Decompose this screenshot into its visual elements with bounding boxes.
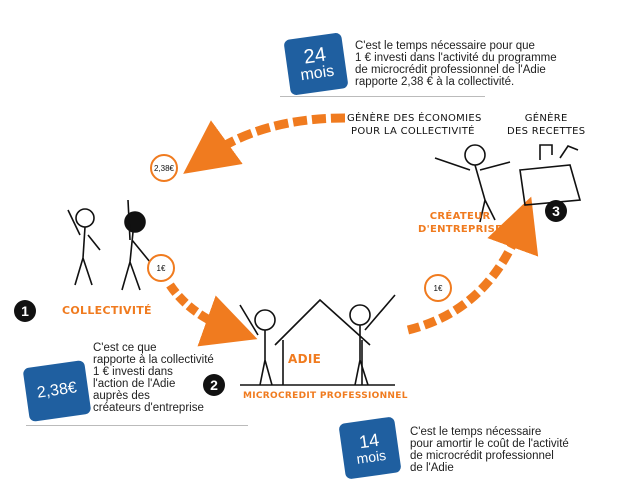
text-line: de microcrédit professionnel [410, 450, 554, 462]
text-line: C'est le temps nécessaire [410, 426, 542, 438]
text-line: 1 € investi dans [93, 366, 173, 378]
arrow-creator-to-collectivity [183, 113, 346, 174]
text-line: rapporte 2,38 € à la collectivité. [355, 76, 515, 88]
adie-house-illustration [239, 294, 396, 386]
top-stat-unit: mois [299, 62, 336, 85]
text-line: GÉNÈRE DES ÉCONOMIES [347, 113, 482, 124]
top-stat-text: C'est le temps nécessaire pour que 1 € i… [355, 40, 557, 88]
coin-return: 2,38€ [150, 154, 178, 182]
left-stat-value: 2,38€ [35, 379, 78, 402]
text-line: C'est ce que [93, 342, 157, 354]
text-line: C'est le temps nécessaire pour que [355, 40, 535, 52]
text-line: de l'Adie [410, 462, 454, 474]
coin-invest: 1€ [147, 254, 175, 282]
text-line: D'ENTREPRISE [418, 224, 503, 235]
arrow-collectivity-to-adie [166, 282, 258, 347]
top-stat-badge: 24 mois [283, 32, 349, 96]
divider [26, 425, 248, 426]
left-stat-badge: 2,38€ [22, 359, 92, 423]
bottom-stat-unit: mois [355, 446, 388, 467]
collectivity-figures-illustration [67, 199, 151, 291]
recettes-label: GÉNÈRE DES RECETTES [507, 112, 585, 138]
text-line: CRÉATEUR [429, 211, 491, 222]
step-2-badge: 2 [203, 374, 225, 396]
text-line: rapporte à la collectivité [93, 354, 214, 366]
text-line: l'action de l'Adie [93, 378, 176, 390]
text-line: 1 € investi dans l'activité du programme [355, 52, 557, 64]
adie-label: ADIE [288, 352, 322, 366]
economies-label: GÉNÈRE DES ÉCONOMIES POUR LA COLLECTIVIT… [347, 112, 482, 138]
arrow-adie-to-creator [406, 196, 539, 335]
step-1-badge: 1 [14, 300, 36, 322]
collectivite-label: COLLECTIVITÉ [62, 304, 152, 317]
text-line: pour amortir le coût de l'activité [410, 438, 569, 450]
creator-illustration [434, 144, 582, 223]
text-line: GÉNÈRE [524, 113, 568, 124]
text-line: POUR LA COLLECTIVITÉ [351, 126, 475, 137]
text-line: auprès des [93, 390, 150, 402]
text-line: créateurs d'entreprise [93, 402, 204, 414]
text-line: DES RECETTES [507, 126, 586, 137]
step-3-badge: 3 [545, 200, 567, 222]
bottom-stat-text: C'est le temps nécessaire pour amortir l… [410, 426, 569, 474]
left-stat-text: C'est ce que rapporte à la collectivité … [93, 342, 214, 414]
createur-label: CRÉATEUR D'ENTREPRISE [418, 210, 502, 236]
coin-loan: 1€ [424, 274, 452, 302]
text-line: de microcrédit professionnel de l'Adie [355, 64, 546, 76]
bottom-stat-badge: 14 mois [338, 416, 402, 480]
microcredit-label: MICROCREDIT PROFESSIONNEL [243, 391, 408, 401]
divider [280, 96, 485, 97]
